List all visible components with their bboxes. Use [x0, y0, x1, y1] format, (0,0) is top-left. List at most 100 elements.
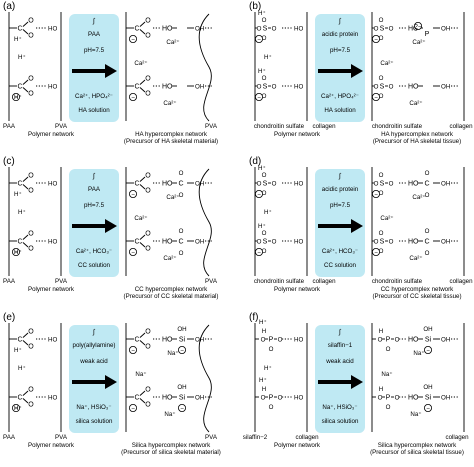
silicon-atom: Si: [425, 337, 432, 344]
solution-line-2: weak acid: [79, 358, 108, 365]
panel-label: (f): [249, 312, 258, 323]
solution-line-4: CC solution: [78, 262, 111, 269]
solution-box: [315, 325, 365, 433]
bottom-label: PVA: [205, 123, 218, 130]
bottom-label: PVA: [205, 434, 218, 441]
hydroxyl-group: HO: [294, 181, 303, 188]
proton-label: H⁺: [18, 209, 26, 216]
hydroxyl-group: OH: [423, 326, 432, 333]
cation-label: Ca²⁺: [134, 215, 147, 222]
bond: [22, 332, 29, 338]
oxygen-atom: O: [145, 246, 151, 253]
oxygen-atom: O: [379, 248, 384, 255]
bond: [139, 398, 146, 404]
anion-charge-sign: −: [180, 405, 184, 412]
solution-box: [69, 169, 119, 277]
solution-line-3: Na⁺, HSiO₃⁻: [76, 404, 111, 411]
hydroxyl-group: HO: [162, 337, 173, 344]
bottom-label: chondroitin sulfate: [372, 123, 423, 130]
panel-label: (b): [249, 1, 261, 12]
cation-label: Ca²⁺: [412, 194, 425, 201]
bottom-label: PVA: [55, 278, 68, 285]
oxygen-atom: O: [389, 239, 394, 246]
carbon-atom: C: [17, 239, 22, 246]
anion-charge-sign: −: [426, 405, 430, 412]
hydroxyl-group: HO: [294, 84, 303, 91]
hydroxyl-group: HO: [294, 337, 303, 344]
cation-label: Na⁺: [135, 371, 146, 378]
anion-charge-icon: [413, 21, 422, 30]
anion-charge-sign: −: [257, 191, 261, 198]
anion-charge-sign: −: [14, 249, 18, 256]
hydroxyl-group: HO: [48, 239, 57, 246]
hydroxyl-group: HO: [162, 395, 173, 402]
caption-hypercomplex: Silica hypercomplex network: [132, 442, 211, 449]
hydroxyl-group: HO: [48, 181, 57, 188]
oxygen-atom: O: [379, 17, 384, 24]
oxygen-atom: O: [261, 395, 266, 402]
panel-label: (c): [3, 156, 15, 167]
oxygen-atom: O: [386, 404, 391, 411]
hydroxyl-group: HO: [48, 395, 57, 402]
solution-line-1: acidic protein: [322, 31, 359, 38]
cation-label: Ca²⁺: [409, 255, 422, 262]
proton-label: H⁺: [264, 365, 272, 372]
hydroxyl-group: OH: [177, 384, 186, 391]
proton-label: H⁺: [14, 249, 22, 256]
oxygen-atom: O: [425, 192, 430, 199]
anion-charge-sign: −: [257, 249, 261, 256]
bond: [22, 21, 29, 27]
panel-label: (d): [249, 156, 261, 167]
cation-label: Ca²⁺: [166, 39, 179, 46]
oxygen-atom: O: [395, 395, 400, 402]
anion-charge-sign: −: [131, 249, 135, 256]
hydroxyl-group: OH: [441, 26, 450, 33]
solution-line-1: poly(allylamine): [73, 342, 116, 349]
hydroxyl-group: OH: [195, 84, 204, 91]
cation-label: Na⁺: [410, 411, 421, 418]
hydroxyl-group: HO: [408, 337, 419, 344]
carbon-atom: C: [178, 181, 183, 188]
anion-charge-sign: −: [131, 405, 135, 412]
anion-charge-icon: [177, 403, 186, 412]
oxygen-atom: O: [269, 346, 274, 353]
proton-label: H⁺: [14, 36, 22, 43]
reaction-arrow-icon: [72, 64, 117, 78]
anion-charge-icon: [128, 35, 137, 44]
anion-charge-sign: −: [131, 347, 135, 354]
oxygen-atom: O: [262, 190, 267, 197]
oxygen-atom: O: [28, 344, 34, 351]
bottom-label: PVA: [55, 123, 68, 130]
oxygen-atom: O: [145, 91, 151, 98]
solution-line-3: Na⁺, HSiO₃⁻: [322, 404, 357, 411]
phosphorus-atom: P: [386, 337, 391, 344]
oxygen-atom: O: [145, 173, 151, 180]
anion-charge-icon: [423, 403, 432, 412]
anion-charge-icon: [254, 189, 263, 198]
caption-hypercomplex: Silica hypercomplex network: [378, 442, 457, 449]
solution-line-4: HA solution: [78, 107, 110, 114]
anion-charge-icon: [128, 93, 137, 102]
anion-charge-sign: −: [131, 191, 135, 198]
hydroxyl-group: HO: [294, 239, 303, 246]
oxygen-atom: O: [179, 250, 184, 257]
anion-charge-sign: −: [14, 94, 18, 101]
oxygen-atom: O: [257, 181, 262, 188]
hydroxyl-group: OH: [195, 337, 204, 344]
anion-charge-sign: −: [426, 347, 430, 354]
sulfur-atom: S: [380, 26, 385, 33]
anion-charge-icon: [254, 247, 263, 256]
anion-charge-sign: −: [14, 405, 18, 412]
cation-label: Ca²⁺: [163, 255, 176, 262]
oxygen-atom: O: [374, 26, 379, 33]
solution-line-2: weak acid: [325, 358, 354, 365]
hydroxyl-group: HO: [408, 239, 419, 246]
anion-charge-icon: [11, 93, 20, 102]
reaction-arrow-icon: [318, 64, 363, 78]
caption-precursor: (Precursor of CC skeletal material): [124, 293, 219, 300]
cation-label: Ca²⁺: [163, 100, 176, 107]
hydroxyl-group: OH: [441, 395, 450, 402]
carbon-atom: C: [17, 26, 22, 33]
hydrogen-atom: H: [379, 386, 383, 393]
hydrogen-atom: H: [262, 386, 266, 393]
